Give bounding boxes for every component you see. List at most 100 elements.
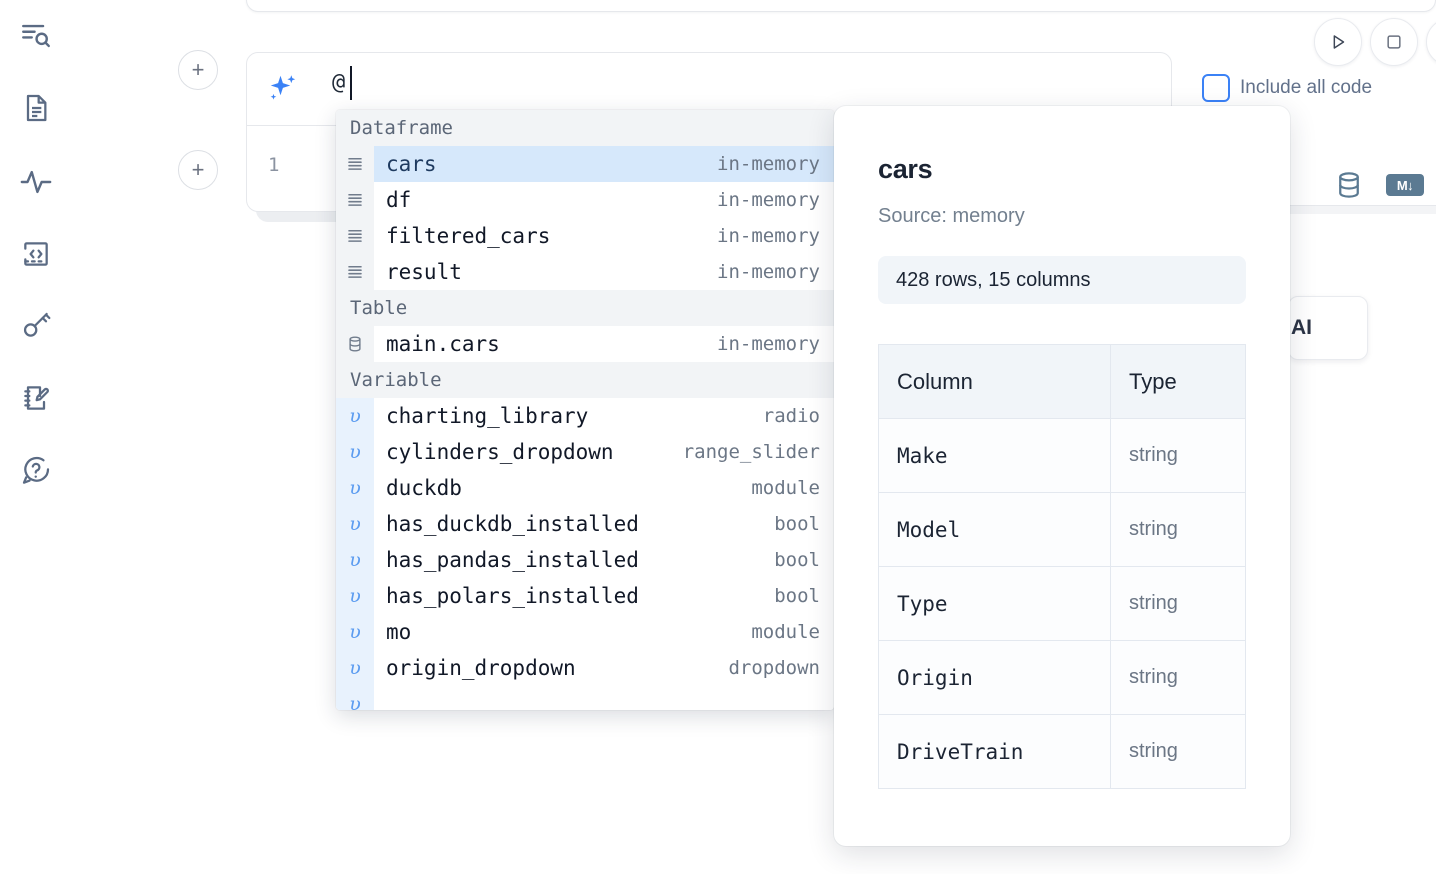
autocomplete-item-body: has_polars_installed bool bbox=[374, 578, 834, 614]
activity-icon[interactable] bbox=[14, 160, 58, 204]
add-cell-label: + bbox=[191, 157, 205, 182]
run-button[interactable] bbox=[1314, 18, 1362, 66]
sparkles-icon bbox=[264, 72, 300, 108]
toolbar-divider bbox=[1172, 205, 1436, 206]
dataset-preview-panel: cars Source: memory 428 rows, 15 columns… bbox=[834, 106, 1290, 846]
autocomplete-item-name: has_duckdb_installed bbox=[386, 512, 639, 536]
document-icon[interactable] bbox=[14, 86, 58, 130]
column-type-cell: string bbox=[1110, 640, 1246, 715]
autocomplete-item-type: in-memory bbox=[717, 153, 820, 175]
autocomplete-item-name: filtered_cars bbox=[386, 224, 551, 248]
include-all-code-row[interactable]: Include all code bbox=[1202, 74, 1372, 102]
autocomplete-item-name: charting_library bbox=[386, 404, 589, 428]
autocomplete-item[interactable]: υ charting_library radio bbox=[336, 398, 834, 434]
autocomplete-item[interactable]: df in-memory bbox=[336, 182, 834, 218]
scratchpad-icon[interactable] bbox=[14, 376, 58, 420]
column-type-cell: string bbox=[1110, 492, 1246, 567]
autocomplete-item-type: module bbox=[751, 621, 820, 643]
column-name-cell: Origin bbox=[878, 640, 1111, 715]
autocomplete-item-body: charting_library radio bbox=[374, 398, 834, 434]
column-name-cell: DriveTrain bbox=[878, 714, 1111, 789]
add-cell-label: + bbox=[191, 57, 205, 82]
more-options-button[interactable] bbox=[1426, 18, 1436, 66]
autocomplete-section-header: Variable bbox=[336, 362, 834, 398]
preview-shape-chip: 428 rows, 15 columns bbox=[878, 256, 1246, 304]
variable-icon: υ bbox=[336, 398, 374, 434]
column-name-cell: Type bbox=[878, 566, 1111, 641]
preview-source: Source: memory bbox=[878, 205, 1025, 227]
database-icon bbox=[336, 326, 374, 362]
include-all-code-checkbox[interactable] bbox=[1202, 74, 1230, 102]
text-caret bbox=[350, 66, 352, 100]
autocomplete-section-header: Dataframe bbox=[336, 110, 834, 146]
database-icon[interactable] bbox=[1334, 170, 1364, 205]
variable-icon: υ bbox=[336, 470, 374, 506]
stop-button[interactable] bbox=[1370, 18, 1418, 66]
autocomplete-item-body bbox=[374, 686, 834, 710]
ai-prompt-input[interactable]: @ bbox=[332, 70, 346, 95]
table-header-cell: Column bbox=[878, 344, 1111, 419]
lines-icon bbox=[336, 218, 374, 254]
table-header-cell: Type bbox=[1110, 344, 1246, 419]
autocomplete-item-name: has_polars_installed bbox=[386, 584, 639, 608]
autocomplete-item-type: module bbox=[751, 477, 820, 499]
autocomplete-item-name: has_pandas_installed bbox=[386, 548, 639, 572]
markdown-badge[interactable]: M↓ bbox=[1386, 174, 1424, 196]
autocomplete-item-type: in-memory bbox=[717, 333, 820, 355]
autocomplete-item-name: cylinders_dropdown bbox=[386, 440, 614, 464]
autocomplete-item[interactable]: result in-memory bbox=[336, 254, 834, 290]
toolbar-band bbox=[1172, 206, 1436, 214]
autocomplete-item-name: result bbox=[386, 260, 462, 284]
autocomplete-item-body: mo module bbox=[374, 614, 834, 650]
column-name-cell: Make bbox=[878, 418, 1111, 493]
variable-icon: υ bbox=[336, 542, 374, 578]
autocomplete-item-partial[interactable]: υ bbox=[336, 686, 834, 710]
autocomplete-item-name: mo bbox=[386, 620, 412, 644]
code-icon[interactable] bbox=[14, 232, 58, 276]
autocomplete-item[interactable]: υ has_polars_installed bool bbox=[336, 578, 834, 614]
autocomplete-item-type: in-memory bbox=[717, 261, 820, 283]
column-type-cell: string bbox=[1110, 714, 1246, 789]
variable-icon: υ bbox=[336, 434, 374, 470]
autocomplete-item-type: radio bbox=[762, 405, 820, 427]
file-explorer-icon[interactable] bbox=[14, 14, 58, 58]
variable-icon: υ bbox=[336, 686, 374, 710]
generate-with-ai-button[interactable]: AI bbox=[1288, 296, 1368, 360]
lines-icon bbox=[336, 254, 374, 290]
add-cell-button-bottom[interactable]: + bbox=[178, 150, 218, 190]
column-name-cell: Model bbox=[878, 492, 1111, 567]
autocomplete-item-name: df bbox=[386, 188, 412, 212]
variable-icon: υ bbox=[336, 506, 374, 542]
variable-icon: υ bbox=[336, 614, 374, 650]
help-icon[interactable] bbox=[14, 448, 58, 492]
add-cell-button-top[interactable]: + bbox=[178, 50, 218, 90]
key-icon[interactable] bbox=[14, 304, 58, 348]
autocomplete-item-type: in-memory bbox=[717, 189, 820, 211]
lines-icon bbox=[336, 146, 374, 182]
lines-icon bbox=[336, 182, 374, 218]
previous-cell[interactable] bbox=[246, 0, 1436, 12]
left-icon-rail bbox=[0, 0, 72, 874]
autocomplete-item-type: bool bbox=[774, 585, 820, 607]
autocomplete-item-name: origin_dropdown bbox=[386, 656, 576, 680]
variable-icon: υ bbox=[336, 578, 374, 614]
